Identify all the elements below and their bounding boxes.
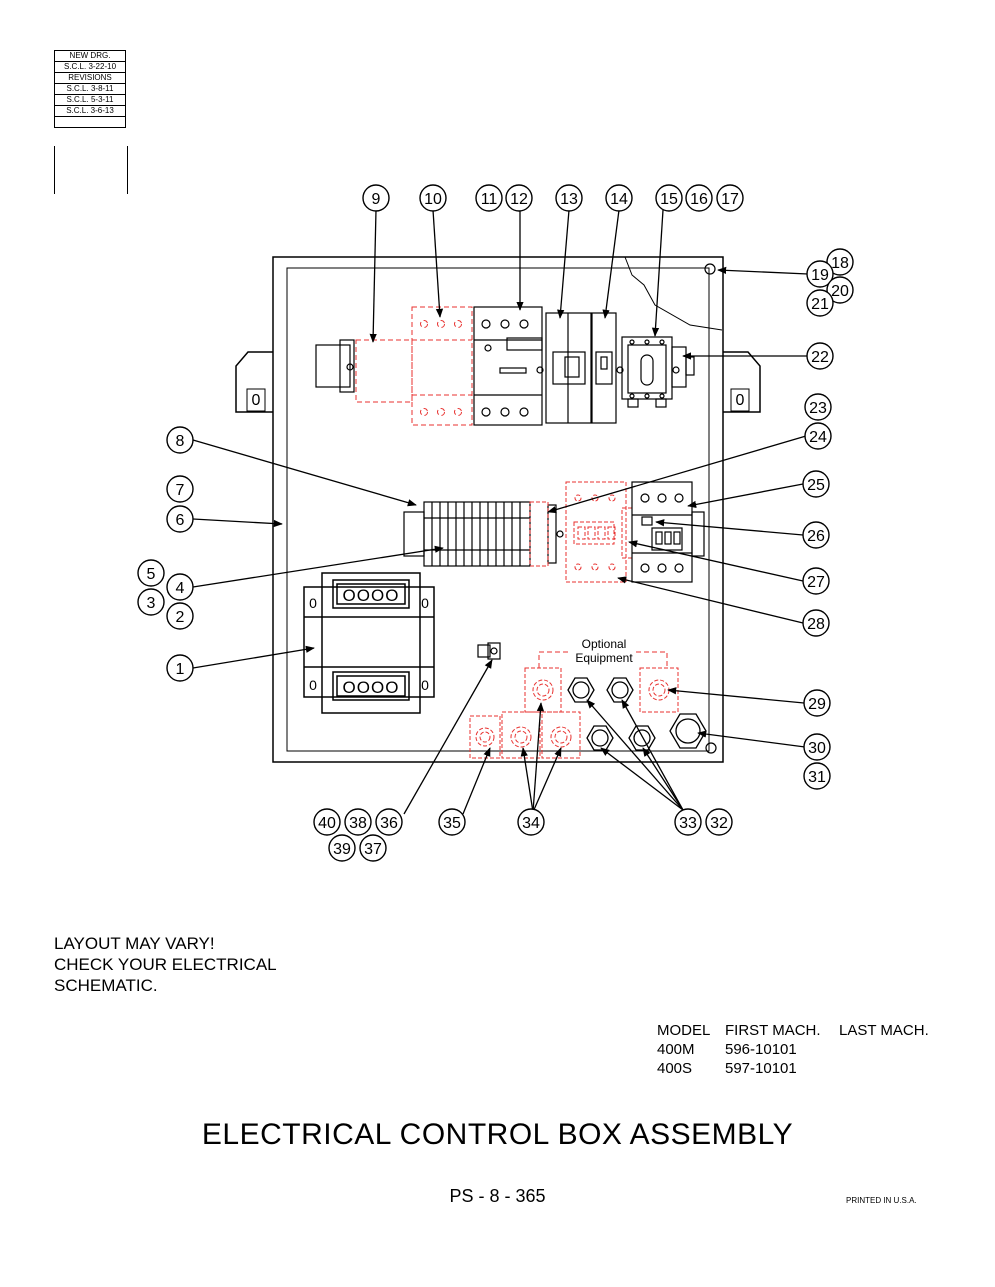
callout-38: 38 [349,815,367,832]
callout-27: 27 [807,574,825,591]
callout-7: 7 [176,482,185,499]
callout-1: 1 [176,661,185,678]
callout-5: 5 [147,566,156,583]
callout-39: 39 [333,841,351,858]
callout-21: 21 [811,296,829,313]
model-name: 400S [657,1060,693,1077]
optional-label-line1: Optional [582,637,627,651]
callout-11: 11 [481,191,498,208]
callout-22: 22 [811,349,829,366]
callout-10: 10 [424,191,442,208]
callout-32: 32 [710,815,728,832]
revision-block-tail [54,146,128,194]
top-rail-terminal-holes [481,319,665,417]
terminal-block [403,501,564,567]
model-row: 400S 597-10101 [657,1059,929,1078]
callout-40: 40 [318,815,336,832]
revision-block: NEW DRG. S.C.L. 3-22-10 REVISIONS S.C.L.… [54,50,126,128]
model-table-header: MODEL FIRST MACH. LAST MACH. [657,1021,929,1040]
cord-grips-black [567,677,707,751]
first-mach: 597-10101 [725,1060,797,1077]
page-number: PS - 8 - 365 [449,1186,546,1206]
note-line: CHECK YOUR ELECTRICAL [54,955,277,974]
callout-23: 23 [809,400,827,417]
enclosure [235,256,761,763]
contactor [631,481,705,583]
callout-13: 13 [560,191,578,208]
layout-note: LAYOUT MAY VARY! CHECK YOUR ELECTRICAL S… [54,933,277,996]
cord-grips-optional [469,667,679,759]
optional-label-line2: Equipment [575,651,633,665]
callout-33: 33 [679,815,697,832]
model-row: 400M 596-10101 [657,1040,929,1059]
first-mach-header: FIRST MACH. [725,1022,821,1039]
callout-14: 14 [610,191,628,208]
last-mach-header: LAST MACH. [839,1022,929,1039]
top-rail-components [315,306,695,426]
callout-16: 16 [690,191,708,208]
optional-equipment-outline [538,651,668,668]
right-mount-label: 0 [736,392,745,409]
callout-9: 9 [372,191,381,208]
callout-34: 34 [522,815,540,832]
callout-15: 15 [660,191,678,208]
transformer-bottom-terminals: OOOO [343,678,400,697]
callout-36: 36 [380,815,398,832]
transformer-side-label: 0 [309,677,317,693]
callout-19: 19 [811,267,829,284]
model-name: 400M [657,1041,695,1058]
callout-24: 24 [809,429,827,446]
drain-hole [705,742,717,754]
callout-35: 35 [443,815,461,832]
callout-3: 3 [147,595,156,612]
leader-lines [192,209,809,815]
first-mach: 596-10101 [725,1041,797,1058]
callout-28: 28 [807,616,825,633]
callout-30: 30 [808,740,826,757]
callout-29: 29 [808,696,826,713]
callout-20: 20 [831,283,849,300]
transformer-side-label: 0 [421,595,429,611]
callout-numbers: 9 10 11 12 13 14 15 16 17 18 19 20 21 22… [147,191,849,858]
printed-label: PRINTED IN U.S.A. [846,1196,917,1205]
transformer-top-terminals: OOOO [343,586,400,605]
callout-31: 31 [808,769,826,786]
callout-17: 17 [721,191,739,208]
callout-37: 37 [364,841,382,858]
left-mount-label: 0 [252,392,261,409]
page-title: ELECTRICAL CONTROL BOX ASSEMBLY [201,1118,794,1151]
callout-8: 8 [176,433,185,450]
transformer-side-label: 0 [309,595,317,611]
model-header: MODEL [657,1022,711,1039]
transformer-side-label: 0 [421,677,429,693]
ground-stud [704,263,716,275]
revision-row [54,116,126,128]
callout-4: 4 [176,580,185,597]
ground-lug [477,642,501,660]
callout-6: 6 [176,512,185,529]
callout-balloons [137,184,854,862]
optional-terminal-block [529,481,633,583]
callout-12: 12 [510,191,528,208]
callout-26: 26 [807,528,825,545]
note-line: SCHEMATIC. [54,976,158,995]
callout-18: 18 [831,255,849,272]
callout-25: 25 [807,477,825,494]
transformer [303,572,435,714]
model-table: MODEL FIRST MACH. LAST MACH. 400M 596-10101… [657,1021,929,1078]
note-line: LAYOUT MAY VARY! [54,934,215,953]
callout-2: 2 [176,609,185,626]
optional-top-components [355,306,473,426]
